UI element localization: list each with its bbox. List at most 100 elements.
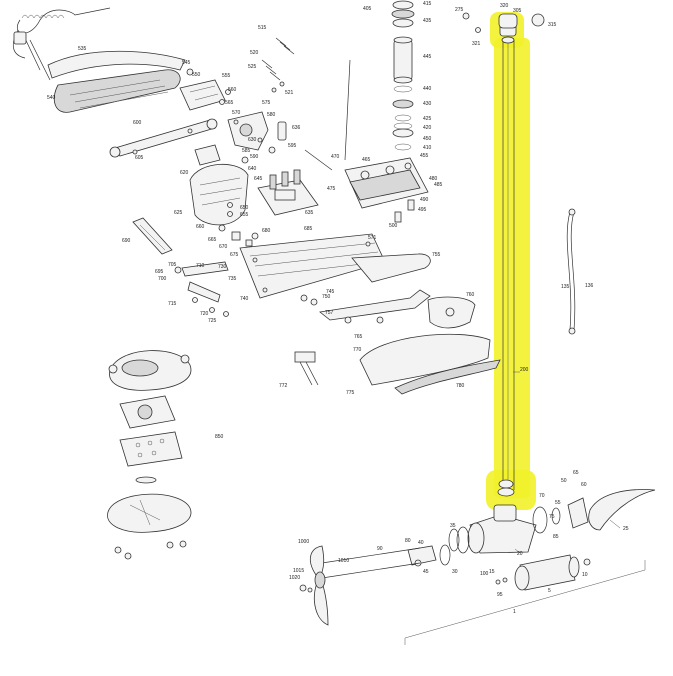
label-315: 315	[548, 22, 557, 28]
label-655: 655	[240, 212, 249, 218]
label-740: 740	[240, 296, 249, 302]
label-665: 665	[208, 237, 217, 243]
label-600: 600	[133, 120, 142, 126]
label-55: 55	[555, 500, 561, 506]
label-670: 670	[219, 244, 228, 250]
label-60: 60	[581, 482, 587, 488]
foot-pedal-top	[47, 50, 231, 113]
label-550: 550	[192, 72, 201, 78]
lever-757	[300, 253, 431, 324]
label-730: 730	[218, 264, 227, 270]
label-445: 445	[423, 54, 432, 60]
label-415: 415	[423, 1, 432, 7]
label-495: 495	[418, 207, 427, 213]
label-620: 620	[180, 170, 189, 176]
top-cap-305	[462, 12, 545, 33]
label-500: 500	[389, 223, 398, 229]
label-45: 45	[423, 569, 429, 575]
shaft-highlight	[486, 12, 536, 510]
cable-135	[566, 208, 576, 335]
label-710: 710	[196, 263, 205, 269]
label-1: 1	[513, 609, 516, 615]
label-636: 636	[292, 125, 301, 131]
label-70: 70	[539, 493, 545, 499]
label-90: 90	[377, 546, 383, 552]
part-labels: 535 545 540 550 555 560 565 570 575 580 …	[47, 1, 629, 615]
label-135: 135	[561, 284, 570, 290]
column-stack-405	[391, 0, 415, 151]
label-321: 321	[472, 41, 481, 47]
label-1015: 1015	[293, 568, 304, 574]
label-520: 520	[250, 50, 259, 56]
label-715: 715	[168, 301, 177, 307]
label-635: 635	[305, 210, 314, 216]
label-571: 571	[368, 235, 377, 241]
pins-515	[261, 37, 295, 93]
label-757: 757	[325, 310, 334, 316]
label-136: 136	[585, 283, 594, 289]
label-850: 850	[215, 434, 224, 440]
label-735: 735	[228, 276, 237, 282]
label-490: 490	[420, 197, 429, 203]
label-430: 430	[423, 101, 432, 107]
steering-housing-465	[304, 59, 429, 223]
label-20: 20	[517, 551, 523, 557]
label-680: 680	[262, 228, 271, 234]
label-40: 40	[418, 540, 424, 546]
label-420: 420	[423, 125, 432, 131]
label-425: 425	[423, 116, 432, 122]
label-645: 645	[254, 176, 263, 182]
label-95: 95	[497, 592, 503, 598]
label-675: 675	[230, 252, 239, 258]
label-565: 565	[225, 100, 234, 106]
label-745: 745	[326, 289, 335, 295]
label-772: 772	[279, 383, 288, 389]
label-625: 625	[174, 210, 183, 216]
label-575: 575	[262, 100, 271, 106]
label-775: 775	[346, 390, 355, 396]
pedal-housing-760	[294, 296, 501, 395]
label-320: 320	[500, 3, 509, 9]
label-75: 75	[549, 514, 555, 520]
label-555: 555	[222, 73, 231, 79]
label-410: 410	[423, 145, 432, 151]
label-30: 30	[452, 569, 458, 575]
label-765: 765	[354, 334, 363, 340]
label-485: 485	[434, 182, 443, 188]
label-80: 80	[405, 538, 411, 544]
label-200: 200	[520, 367, 529, 373]
label-100: 100	[480, 571, 489, 577]
label-690: 690	[122, 238, 131, 244]
label-455: 455	[420, 153, 429, 159]
motor-lower-unit	[321, 489, 656, 591]
label-770: 770	[353, 347, 362, 353]
label-515: 515	[258, 25, 267, 31]
label-545: 545	[182, 60, 191, 66]
label-755: 755	[432, 252, 441, 258]
pedal-base-stack	[107, 350, 192, 560]
label-475: 475	[327, 186, 336, 192]
circuit-635	[257, 169, 319, 216]
label-630: 630	[248, 137, 257, 143]
assembly-bracket-1	[404, 560, 646, 645]
label-470: 470	[331, 154, 340, 160]
label-405: 405	[363, 6, 372, 12]
rack-690	[132, 217, 173, 255]
label-695: 695	[155, 269, 164, 275]
label-1020: 1020	[289, 575, 300, 581]
label-590: 590	[250, 154, 259, 160]
base-plate	[174, 233, 386, 317]
label-535: 535	[78, 46, 87, 52]
label-640: 640	[248, 166, 257, 172]
label-725: 725	[208, 318, 217, 324]
label-10: 10	[582, 572, 588, 578]
label-525: 525	[248, 64, 257, 70]
label-760: 760	[466, 292, 475, 298]
label-650: 650	[240, 205, 249, 211]
label-685: 685	[304, 226, 313, 232]
label-25: 25	[623, 526, 629, 532]
leader-lines	[513, 371, 621, 554]
propeller-1000	[299, 545, 329, 626]
label-435: 435	[423, 18, 432, 24]
